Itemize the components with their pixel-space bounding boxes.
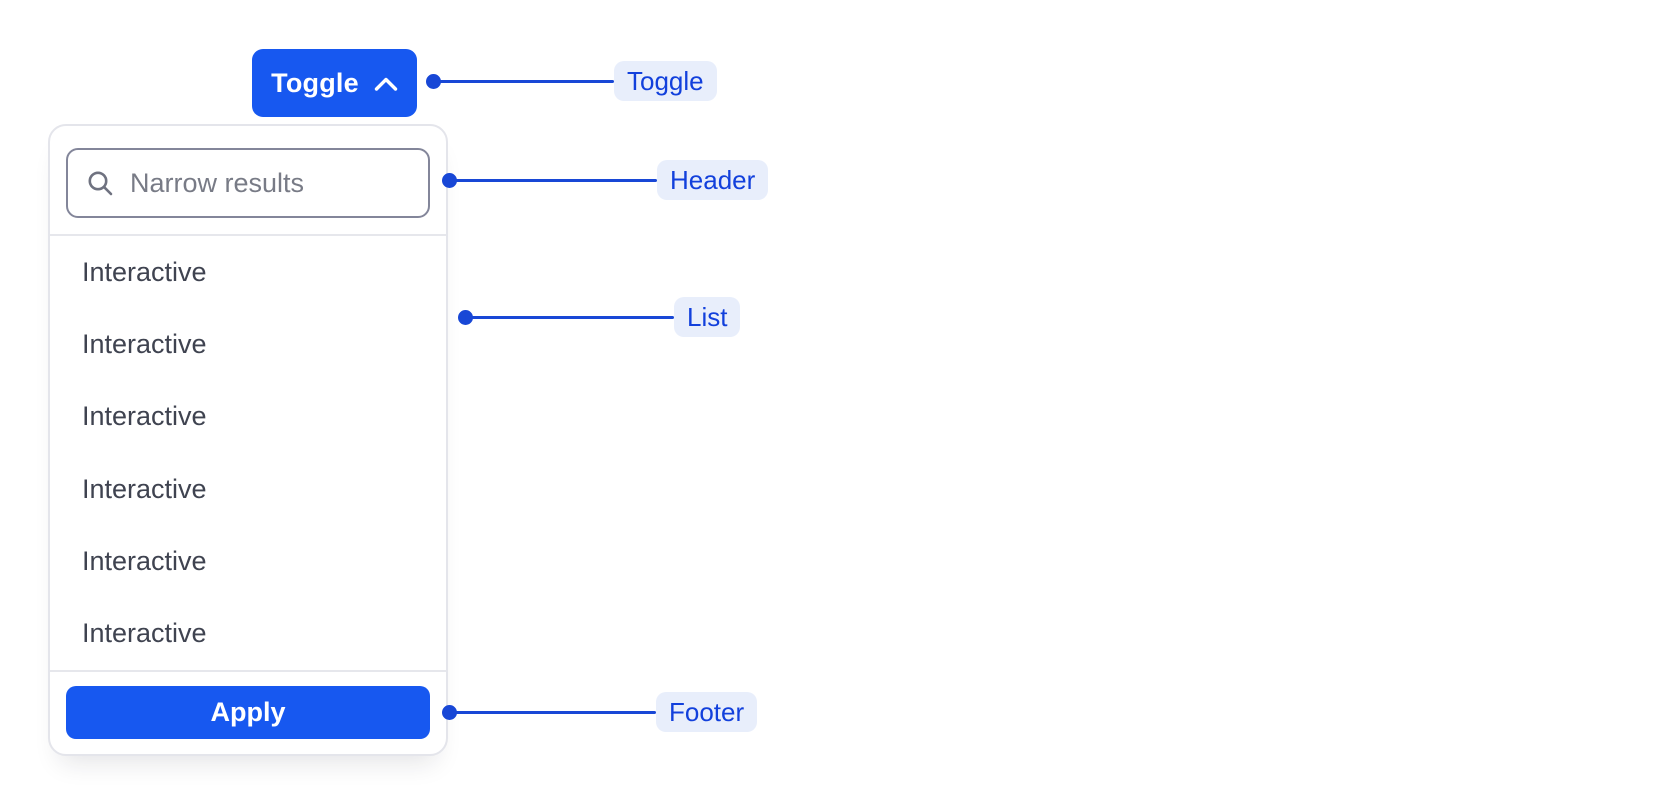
- apply-button[interactable]: Apply: [66, 686, 430, 739]
- list-callout-line: [465, 316, 674, 319]
- footer-callout-line: [449, 711, 656, 714]
- footer-callout-label: Footer: [656, 692, 758, 732]
- search-icon: [85, 168, 115, 198]
- search-box[interactable]: [66, 148, 430, 218]
- chevron-up-icon: [374, 75, 398, 92]
- list-item[interactable]: Interactive: [82, 328, 207, 359]
- header-callout-line: [449, 179, 657, 182]
- list-item[interactable]: Interactive: [82, 256, 207, 287]
- toggle-callout-line: [433, 80, 614, 83]
- list-item[interactable]: Interactive: [82, 545, 207, 576]
- list-item[interactable]: Interactive: [82, 473, 207, 504]
- list-callout-label: List: [674, 297, 741, 337]
- list-item[interactable]: Interactive: [82, 401, 207, 432]
- search-input[interactable]: [130, 167, 411, 199]
- header-divider: [50, 234, 446, 236]
- dropdown-header: [50, 126, 446, 234]
- toggle-button-label: Toggle: [271, 67, 359, 98]
- dropdown-footer: Apply: [50, 672, 446, 754]
- toggle-button[interactable]: Toggle: [252, 49, 417, 117]
- list-item[interactable]: Interactive: [82, 618, 207, 649]
- footer-divider: [50, 670, 446, 672]
- header-callout-label: Header: [657, 160, 769, 200]
- toggle-callout-label: Toggle: [614, 61, 717, 101]
- options-list: Interactive Interactive Interactive Inte…: [50, 236, 446, 670]
- dropdown-panel: Interactive Interactive Interactive Inte…: [48, 124, 448, 756]
